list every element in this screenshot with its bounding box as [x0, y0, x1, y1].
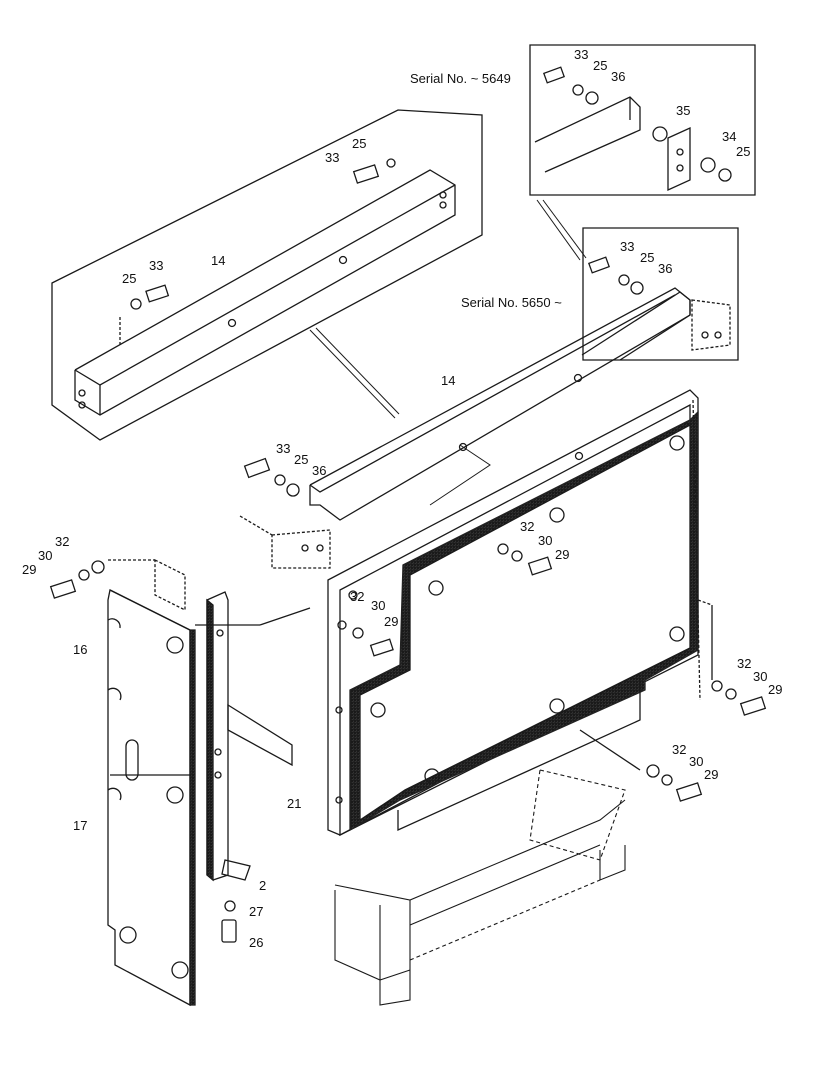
callout-21: 21 [287, 796, 302, 811]
serial-label-new: Serial No. 5650 ~ [461, 295, 562, 310]
callout-17: 17 [73, 818, 88, 833]
callout-25: 25 [122, 271, 137, 286]
callout-30: 30 [753, 669, 768, 684]
callout-34: 34 [722, 129, 737, 144]
callout-33: 33 [325, 150, 340, 165]
callout-35: 35 [676, 103, 691, 118]
callout-30: 30 [689, 754, 704, 769]
callout-33: 33 [276, 441, 291, 456]
callout-32: 32 [737, 656, 752, 671]
callout-36: 36 [658, 261, 673, 276]
callout-29: 29 [704, 767, 719, 782]
callout-14: 14 [211, 253, 226, 268]
callout-32: 32 [672, 742, 687, 757]
bolt-33-inset-a [542, 66, 566, 84]
callout-33: 33 [149, 258, 164, 273]
bracket-2 [195, 591, 311, 943]
callout-25: 25 [294, 452, 309, 467]
callout-25: 25 [736, 144, 751, 159]
callout-29: 29 [555, 547, 570, 562]
right-fasteners [579, 599, 767, 802]
inset-old-serial [529, 44, 756, 196]
callout-29: 29 [22, 562, 37, 577]
callout-33: 33 [574, 47, 589, 62]
callout-26: 26 [249, 935, 264, 950]
callout-33: 33 [620, 239, 635, 254]
callout-14: 14 [441, 373, 456, 388]
callout-36: 36 [312, 463, 327, 478]
callout-30: 30 [371, 598, 386, 613]
callout-32: 32 [350, 589, 365, 604]
callout-32: 32 [520, 519, 535, 534]
callout-32: 32 [55, 534, 70, 549]
serial-label-old: Serial No. ~ 5649 [410, 71, 511, 86]
callout-30: 30 [38, 548, 53, 563]
callout-2: 2 [259, 878, 267, 893]
callout-29: 29 [384, 614, 399, 629]
panel-21 [327, 389, 701, 837]
callout-25: 25 [640, 250, 655, 265]
plates-16-17 [107, 589, 196, 1007]
callout-29: 29 [768, 682, 783, 697]
inset-new-serial [581, 227, 739, 361]
callout-27: 27 [249, 904, 264, 919]
callout-36: 36 [611, 69, 626, 84]
upper-left-fasteners [49, 558, 186, 612]
callout-25: 25 [593, 58, 608, 73]
main-bar-14 [239, 287, 691, 569]
top-bar-group [51, 109, 483, 441]
callout-30: 30 [538, 533, 553, 548]
callout-25: 25 [352, 136, 367, 151]
callout-16: 16 [73, 642, 88, 657]
base-frame [334, 769, 626, 1006]
